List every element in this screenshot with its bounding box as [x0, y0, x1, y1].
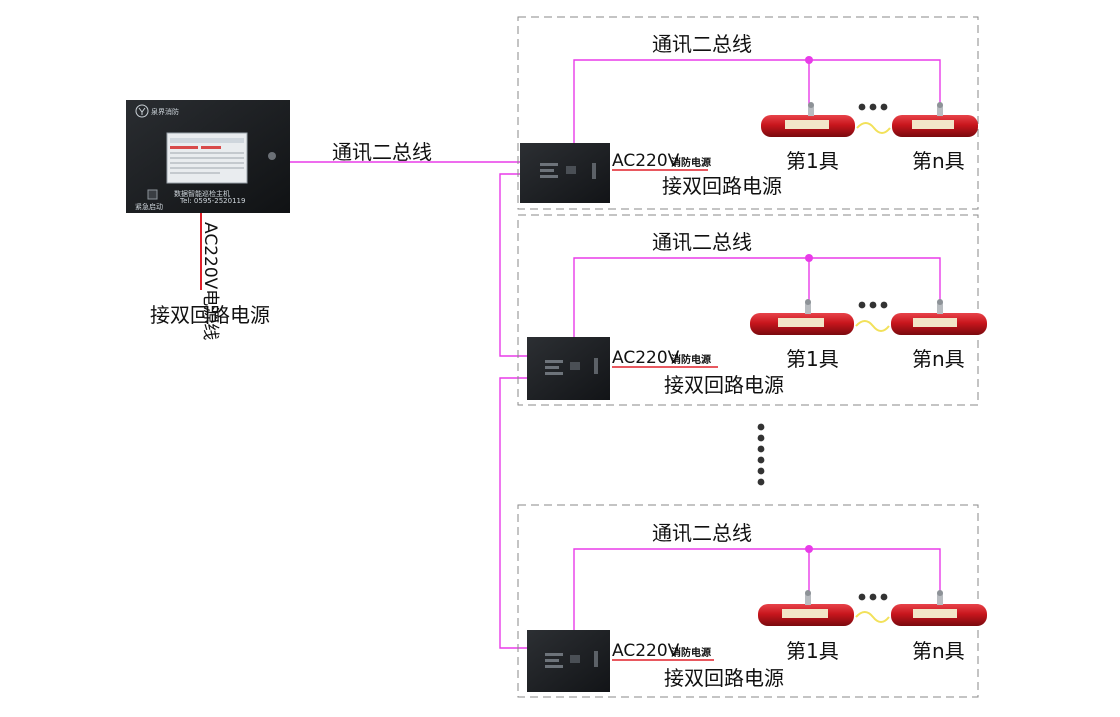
- panel-product-name: 数据智能巡检主机: [174, 189, 230, 198]
- bus-junction-node: [805, 56, 813, 64]
- three-dots-icon: [858, 103, 888, 111]
- main-power-cable-label: AC220V电源线: [200, 222, 220, 340]
- main-power-supply-label: 接双回路电源: [150, 303, 270, 327]
- zone-power-supply-label: 接双回路电源: [662, 174, 782, 198]
- zone-1: 通讯二总线 AC220V 消防电源 接双回路电源: [517, 16, 979, 210]
- zone-3: 通讯二总线 AC220V 消防电源 接双回路电源: [517, 504, 987, 698]
- zone-controller-box: [527, 630, 610, 692]
- extinguisher-device-last: [892, 102, 978, 137]
- device-first-label: 第1具: [786, 149, 839, 173]
- device-first-label: 第1具: [786, 347, 839, 371]
- zone-2: 通讯二总线 AC220V 消防电源 接双回路电源: [517, 214, 987, 406]
- bus-junction-node: [805, 254, 813, 262]
- zone-ac-suffix: 消防电源: [671, 156, 711, 169]
- zone-bus-label: 通讯二总线: [652, 230, 752, 254]
- vertical-dots-icon: [757, 423, 765, 486]
- device-link-cable: [856, 122, 891, 134]
- zone-controller-box: [527, 337, 610, 400]
- zone-bus-label: 通讯二总线: [652, 32, 752, 56]
- zone-ac-label: AC220V: [612, 348, 680, 368]
- bus-junction-node: [805, 545, 813, 553]
- panel-tel: Tel: 0595-2520119: [179, 197, 245, 205]
- extinguisher-device-last: [891, 590, 987, 626]
- zone-power-supply-label: 接双回路电源: [664, 373, 784, 397]
- zone-ac-suffix: 消防电源: [671, 353, 711, 366]
- emergency-start-label: 紧急启动: [135, 202, 163, 211]
- three-dots-icon: [858, 593, 888, 601]
- riser-bus-1: [499, 173, 527, 357]
- panel-lock-icon: [268, 152, 276, 160]
- riser-bus-2: [499, 377, 527, 649]
- device-last-label: 第n具: [912, 347, 965, 371]
- zone-bus-line: [573, 257, 941, 337]
- extinguisher-device-first: [761, 102, 855, 137]
- zone-power-supply-label: 接双回路电源: [664, 666, 784, 690]
- extinguisher-device-last: [891, 299, 987, 335]
- zone-ac-label: AC220V: [612, 151, 680, 171]
- main-control-panel: 泉界消防 数据智能巡检主机 Tel: 0595-2520119 紧急启动: [126, 100, 290, 213]
- device-last-label: 第n具: [912, 149, 965, 173]
- zone-bus-line: [573, 548, 941, 630]
- main-bus-label: 通讯二总线: [332, 140, 432, 164]
- zone-ac-label: AC220V: [612, 641, 680, 661]
- zone-controller-box: [520, 143, 610, 203]
- device-link-cable: [855, 320, 890, 332]
- three-dots-icon: [858, 301, 888, 309]
- zone-ac-suffix: 消防电源: [671, 646, 711, 659]
- zone-bus-label: 通讯二总线: [652, 521, 752, 545]
- device-first-label: 第1具: [786, 639, 839, 663]
- zone-bus-line: [573, 59, 941, 143]
- device-last-label: 第n具: [912, 639, 965, 663]
- device-link-cable: [855, 611, 890, 623]
- emergency-start-button[interactable]: [147, 189, 158, 200]
- extinguisher-device-first: [750, 299, 854, 335]
- extinguisher-device-first: [758, 590, 854, 626]
- brand-name: 泉界消防: [151, 107, 179, 116]
- brand-logo-icon: [135, 104, 149, 118]
